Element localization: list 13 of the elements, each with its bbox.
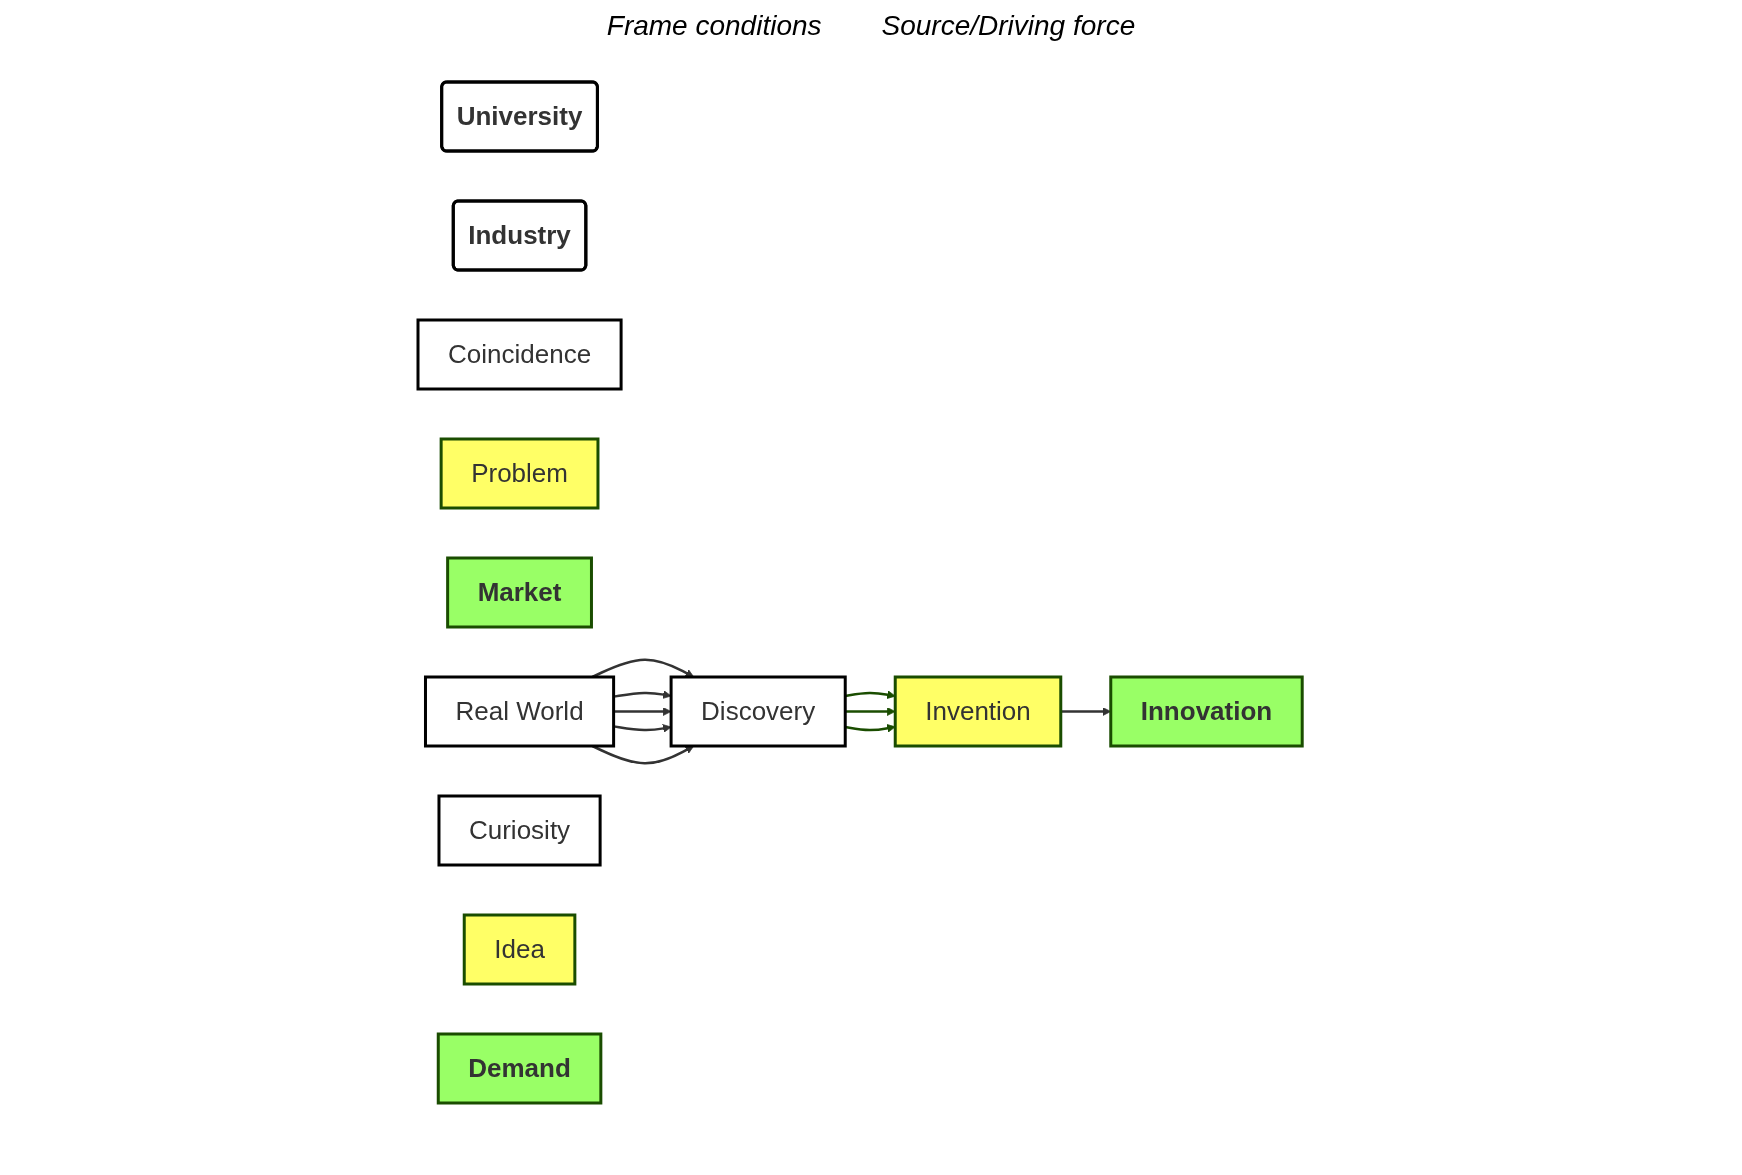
node-box: Coincidence — [416, 318, 623, 390]
arrow — [845, 706, 896, 716]
node-box: Discovery — [669, 675, 847, 747]
node-box: Idea — [462, 913, 577, 985]
bracket-caption: Source/Driving force — [881, 10, 1136, 42]
node-box: Market — [446, 556, 593, 628]
node-box: Invention — [893, 675, 1063, 747]
node-box: Demand — [436, 1032, 603, 1104]
bracket-caption: Frame conditions — [606, 10, 822, 42]
node-box: Innovation — [1109, 675, 1304, 747]
node-box: Problem — [439, 437, 600, 509]
node-box: Real World — [423, 675, 615, 747]
node-box: Curiosity — [437, 794, 602, 866]
